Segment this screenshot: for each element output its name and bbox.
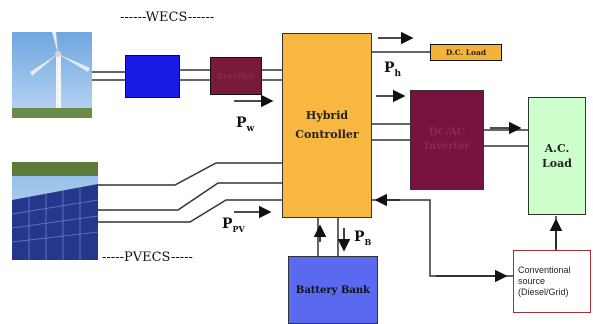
p-b-label: PB	[354, 229, 372, 247]
wind-turbine-icon	[12, 32, 92, 118]
wecs-label: ------WECS------	[120, 10, 215, 25]
rectifier-label: Rectifier	[216, 71, 256, 81]
rectifier-block: Rectifier	[210, 57, 262, 95]
inverter-label: DC/AC Inverter	[424, 127, 470, 152]
pvecs-label: -----PVECS-----	[102, 250, 193, 265]
dc-load-label: D.C. Load	[445, 48, 487, 57]
solar-panel-image	[12, 162, 98, 260]
conventional-source-block: Conventional source (Diesel/Grid)	[513, 250, 591, 313]
hybrid-controller-label: Hybrid Controller	[295, 108, 359, 141]
wind-turbine-image	[12, 32, 92, 118]
p-pv-label: PPV	[222, 216, 245, 234]
ac-load-label: A.C. Load	[542, 141, 572, 170]
conventional-source-label: Conventional source (Diesel/Grid)	[518, 264, 571, 298]
p-w-label: Pw	[236, 115, 255, 134]
dc-load-block: D.C. Load	[430, 44, 502, 61]
battery-bank-block: Battery Bank	[288, 256, 378, 324]
pmsg-block: PMSG	[125, 55, 180, 98]
hybrid-controller-block: Hybrid Controller	[282, 33, 372, 218]
inverter-block: DC/AC Inverter	[410, 90, 484, 190]
solar-panel-icon	[12, 162, 98, 260]
ac-load-block: A.C. Load	[528, 97, 586, 215]
battery-bank-label: Battery Bank	[295, 284, 371, 296]
p-h-label: Ph	[384, 60, 402, 79]
pmsg-label: PMSG	[140, 72, 165, 81]
